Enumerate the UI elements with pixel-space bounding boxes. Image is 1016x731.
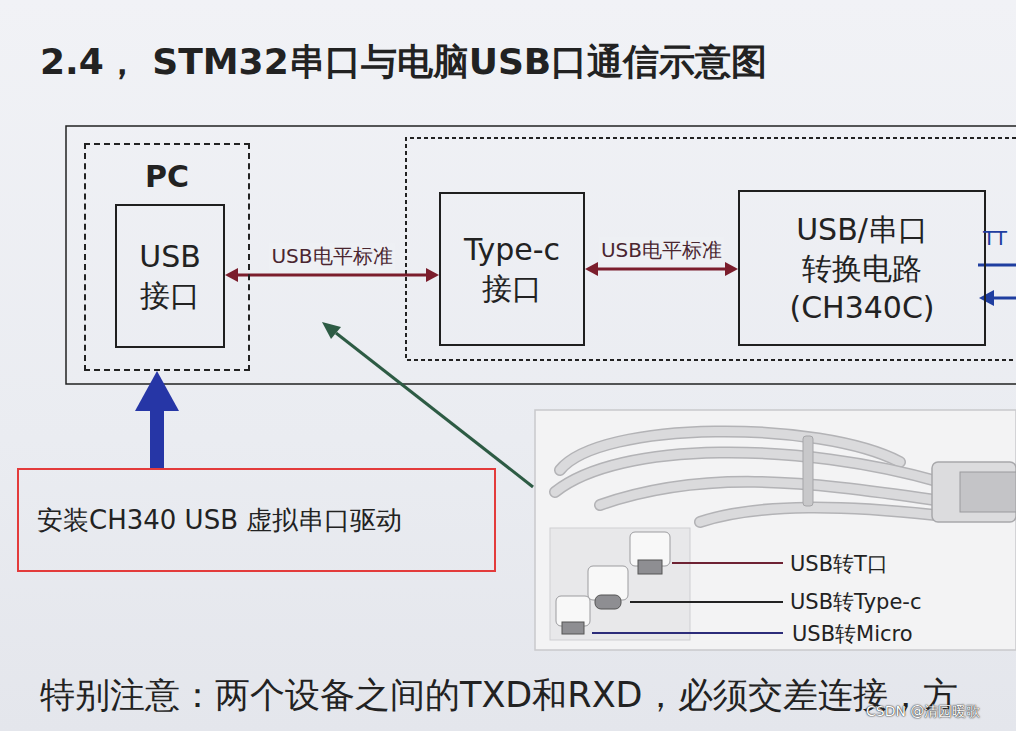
cable-label: USB转Micro [792,620,913,648]
driver-note-box: 安装CH340 USB 虚拟串口驱动 [17,468,496,572]
cable [700,508,935,522]
converter-box: USB/串口 转换电路 (CH340C) [738,190,986,346]
leader-line [672,562,783,564]
plug-tip [562,622,584,634]
node-label: 安装CH340 USB 虚拟串口驱动 [37,503,402,538]
node-label: USB/串口 转换电路 (CH340C) [746,210,978,327]
cable-tie [803,436,813,506]
plug-tip [595,595,621,609]
edge-label: USB电平标准 [269,243,394,270]
watermark: CSDN @清园暖歌 [866,703,980,721]
node-label: Type-c 接口 [447,230,577,308]
signal-label: TT [983,226,1007,250]
cable [600,482,935,505]
usb-a-shell [960,472,1016,512]
node-label: USB 接口 [123,237,217,315]
edge-label: USB电平标准 [599,237,724,264]
pointer-arrow [336,333,533,487]
pointer-arrowhead [322,322,341,339]
note-text: 特别注意：两个设备之间的TXD和RXD，必须交差连接，方 [40,672,958,719]
cable [700,508,935,522]
plug-photo [550,528,690,640]
cable [600,482,935,505]
typec-port-box: Type-c 接口 [439,192,585,346]
usb-a-plug [932,462,1016,522]
usb-port-box: USB 接口 [115,204,225,348]
usb-link [238,274,426,277]
usb-link [598,268,725,271]
group-heading: PC [86,159,248,194]
ttl-arrowhead [979,290,994,306]
leader-line [592,632,783,634]
diagram-title: 2.4， STM32串口与电脑USB口通信示意图 [40,38,767,87]
outer-frame [66,126,1016,384]
pc-group-box: PC USB 接口 [84,143,250,371]
plug-tip [638,560,662,574]
cable-coils [555,431,940,522]
install-arrow [150,411,164,468]
leader-line [630,601,783,603]
cable-label: USB转Type-c [790,588,921,616]
ttl-line [978,264,1016,267]
cable-label: USB转T口 [790,550,888,578]
cable-photo [535,410,1016,650]
device-dashed-frame [406,138,1016,360]
